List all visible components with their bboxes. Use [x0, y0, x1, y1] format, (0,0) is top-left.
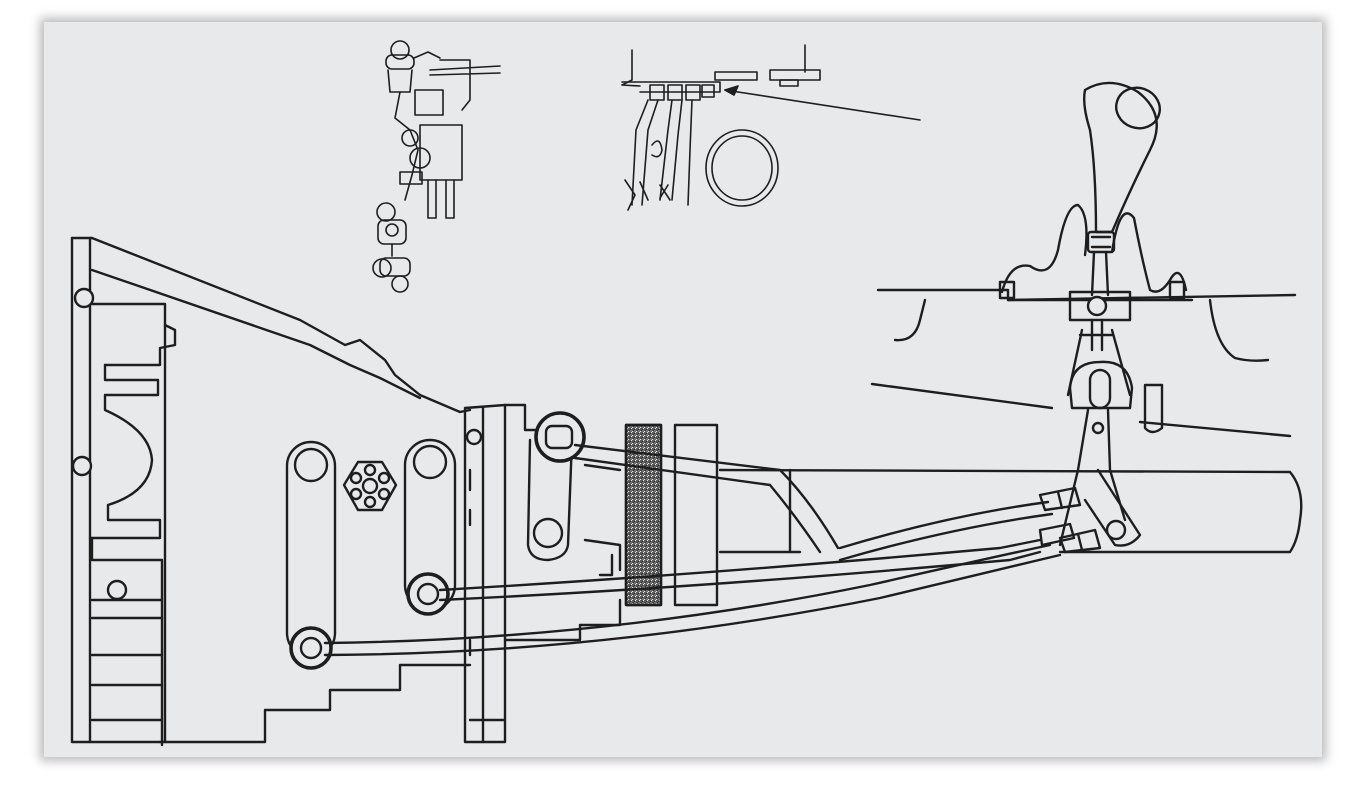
detail-inset-shifter-plate [621, 44, 921, 211]
detail-inset-linkage [372, 40, 501, 293]
transmission-case [70, 236, 1303, 747]
shifter-assembly [870, 81, 1297, 554]
shift-rods [323, 443, 1062, 657]
shift-levers [285, 411, 586, 670]
